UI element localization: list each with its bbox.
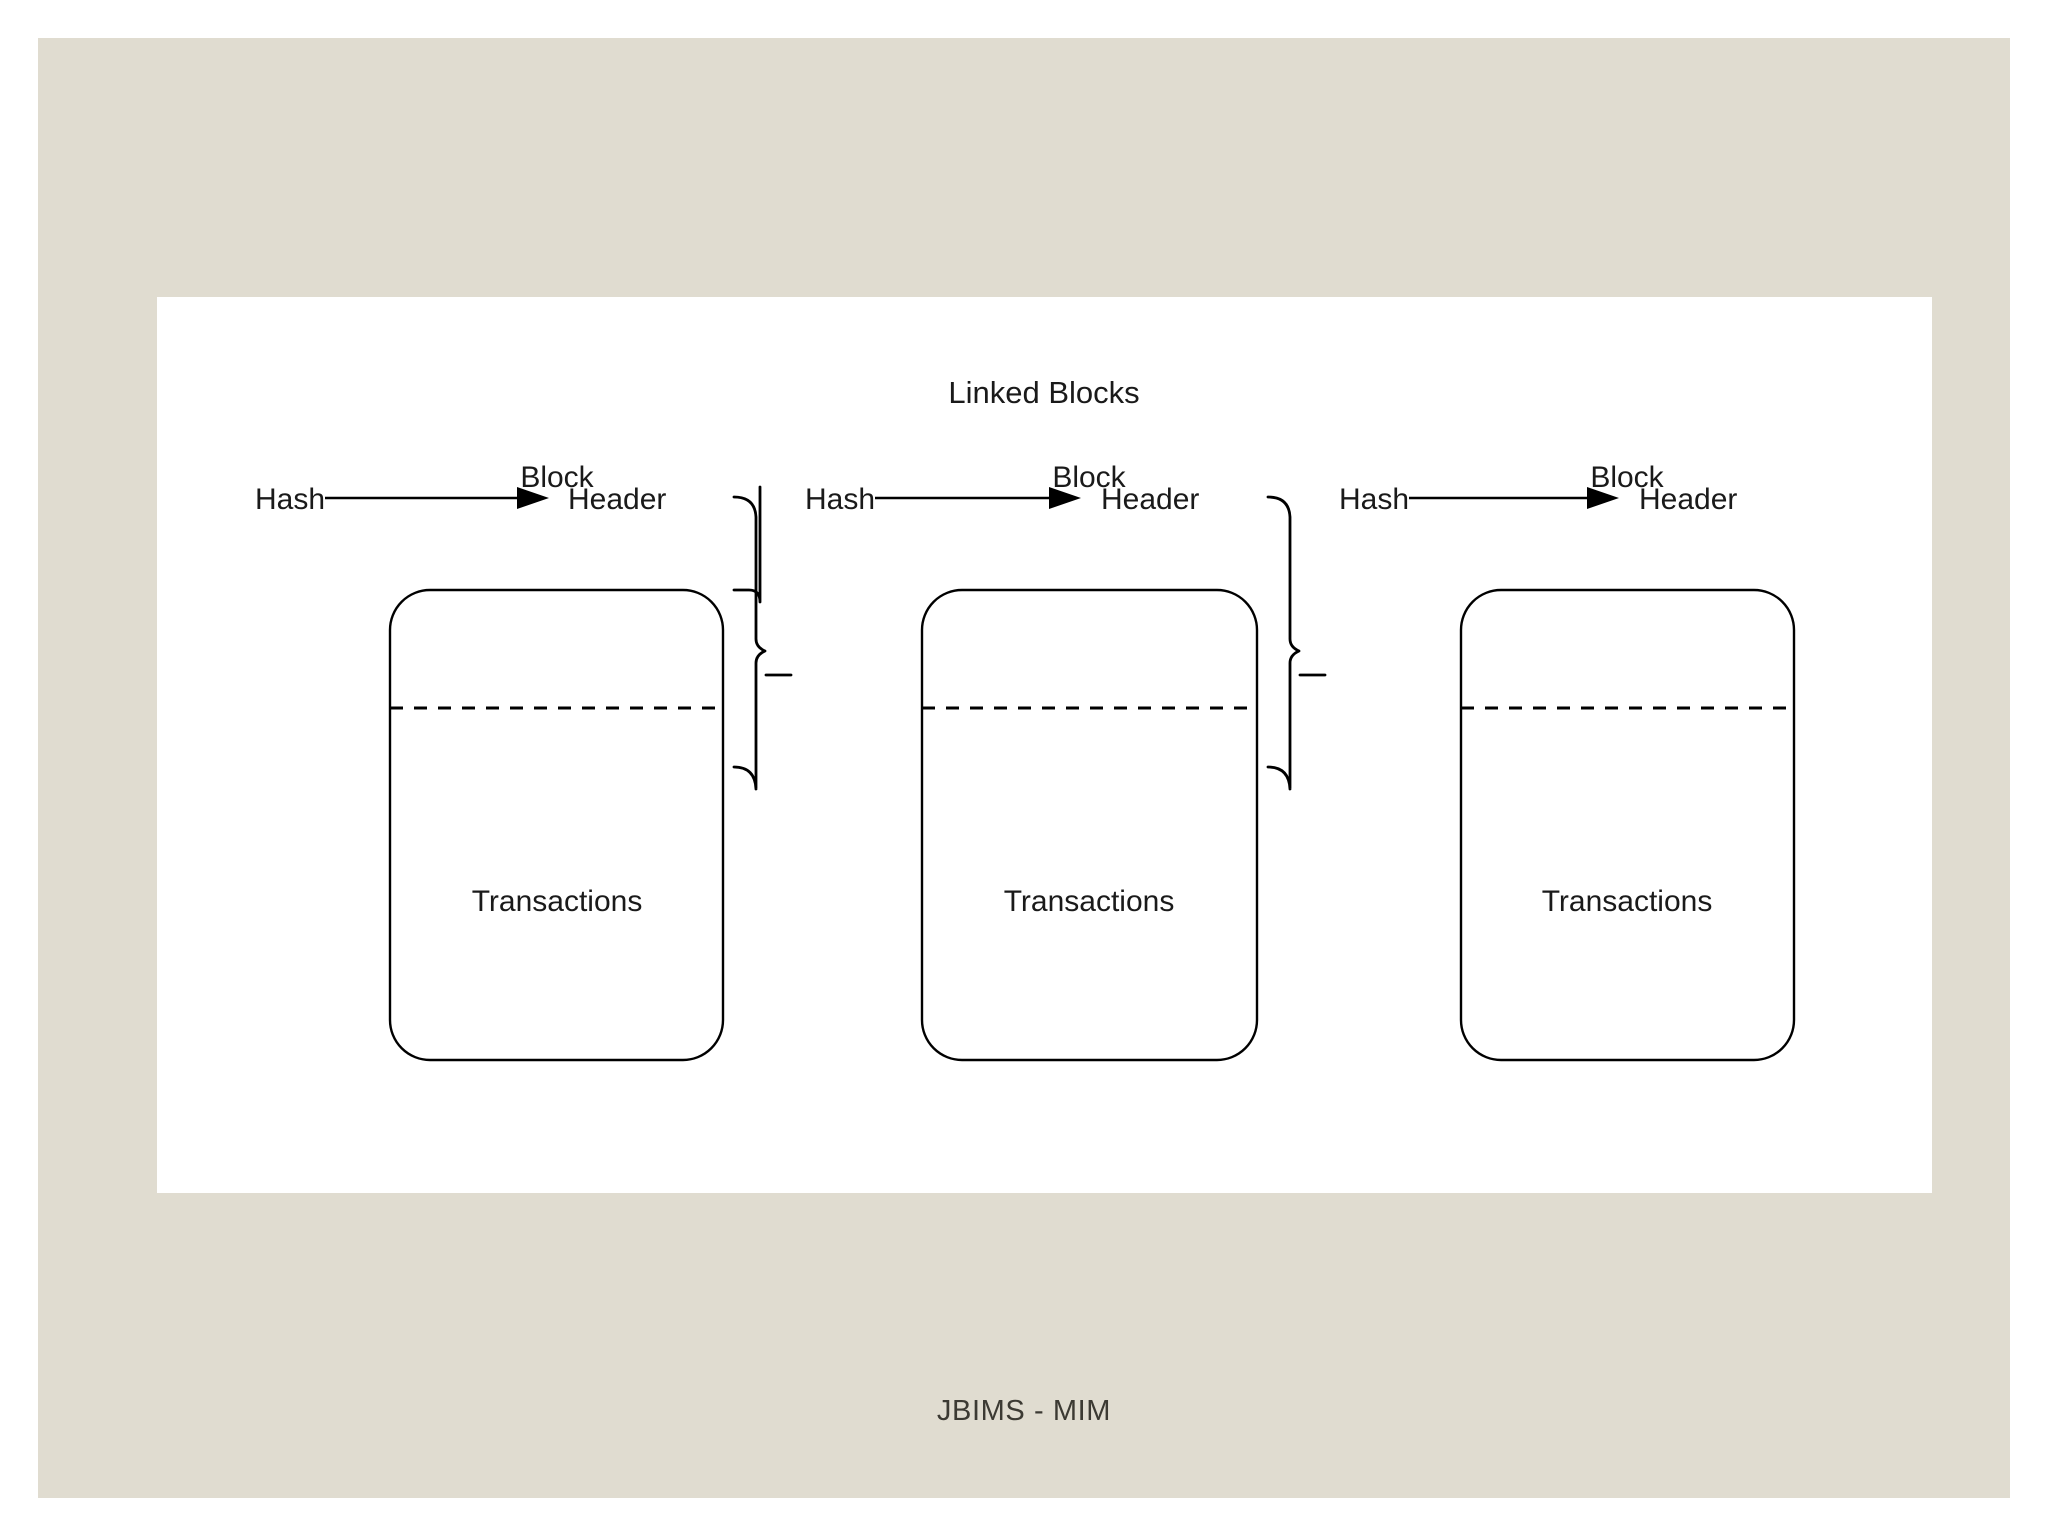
hash-arrow-head-2 — [1587, 487, 1619, 509]
block-2-body — [920, 588, 1259, 1062]
connector-brace-1 — [732, 485, 793, 791]
hash-arrow-head-0 — [517, 487, 549, 509]
slide-footer: JBIMS - MIM — [936, 1395, 1112, 1427]
block-2-transactions-label: Transactions — [1004, 885, 1175, 918]
diagram-title: Linked Blocks — [948, 375, 1139, 410]
hash-label-0: Hash — [255, 483, 325, 516]
block-3-header-label: Header — [1639, 483, 1737, 516]
block-1-label: Block — [520, 461, 594, 494]
linked-blocks-diagram: Linked Blocks Block Hash Header Transact… — [255, 375, 1796, 1062]
block-3-body — [1459, 588, 1796, 1062]
block-1-body — [388, 588, 725, 1062]
block-1-header-label: Header — [568, 483, 666, 516]
connector-1-hash-label: Hash — [805, 483, 875, 516]
slide-background: Linked Blocks Block Hash Header Transact… — [38, 38, 2010, 1498]
connector-brace-2 — [1266, 495, 1327, 791]
block-1-transactions-label: Transactions — [472, 885, 643, 918]
diagram-canvas: Linked Blocks Block Hash Header Transact… — [157, 297, 1932, 1193]
connector-2-hash-label: Hash — [1339, 483, 1409, 516]
hash-arrow-head-1 — [1049, 487, 1081, 509]
block-3-transactions-label: Transactions — [1542, 885, 1713, 918]
block-3-label: Block — [1590, 461, 1664, 494]
block-2-label: Block — [1052, 461, 1126, 494]
block-2-header-label: Header — [1101, 483, 1199, 516]
